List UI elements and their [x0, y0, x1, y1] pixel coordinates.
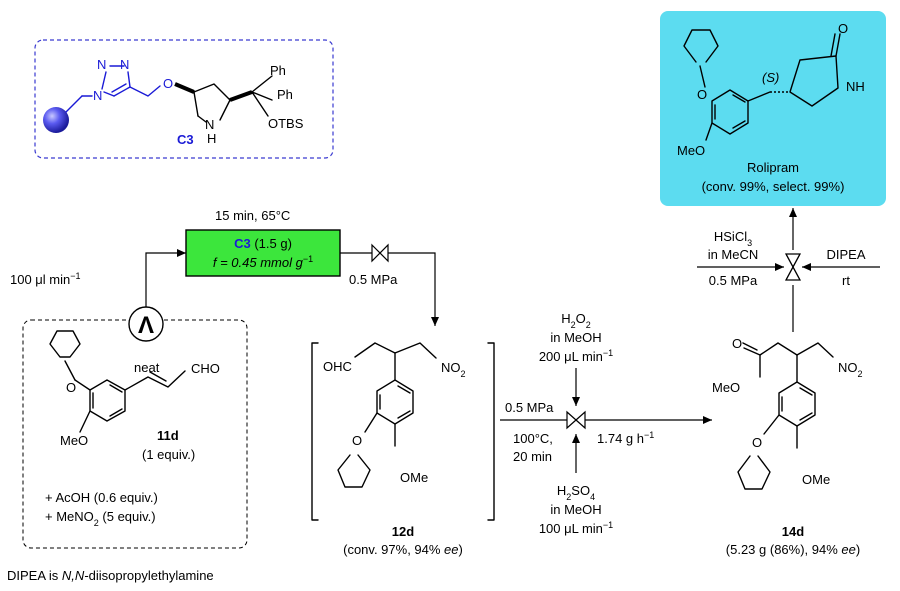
reactor-loading-line: f = 0.45 mmol g−1: [213, 254, 313, 270]
ether-oxygen-rolipram: O: [697, 87, 707, 102]
methoxy-14d: OMe: [802, 472, 830, 487]
dipea-temp: rt: [842, 273, 850, 288]
triazole-n3: N: [120, 57, 129, 72]
otbs-group: OTBS: [268, 116, 304, 131]
flow-rate-text: 100 μl min: [10, 272, 70, 287]
additive-acoh: + AcOH (0.6 equiv.): [45, 490, 158, 505]
h2so4-rate: 100 μL min−1: [539, 520, 613, 536]
methoxy-11d: MeO: [60, 433, 88, 448]
methoxy-12d: OMe: [400, 470, 428, 485]
methoxy-rolipram: MeO: [677, 143, 705, 158]
h2o2-solvent: in MeOH: [550, 330, 601, 345]
wedge-bond: [174, 82, 195, 94]
catalyst-label: C3: [177, 132, 194, 147]
solid-support-sphere: [43, 107, 69, 133]
reduction-pressure: 0.5 MPa: [709, 273, 758, 288]
catalyst-structure-box: N N N O N H Ph Ph OTBS C3: [34, 39, 334, 159]
h2so4-reagent: H2SO4: [557, 483, 595, 502]
compound-12d-structure: OHC NO2 O OMe 12d (conv. 97%, 94% ee): [311, 342, 495, 557]
mixer-pump: [128, 306, 164, 342]
wedge-bond-2: [229, 90, 253, 102]
throughput: 1.74 g h−1: [597, 430, 654, 446]
additive-meno2: + MeNO2 (5 equiv.): [45, 509, 156, 528]
feed-line: [145, 249, 186, 325]
back-pressure-valve-2: [566, 410, 586, 430]
pyrrolidine-n: N: [205, 117, 214, 132]
compound-11d-label: 11d: [157, 428, 179, 443]
rolipram-name: Rolipram: [747, 160, 799, 175]
phenyl-2: Ph: [277, 87, 293, 102]
ether-oxygen-12d: O: [352, 433, 362, 448]
back-pressure-valve-3: [784, 253, 802, 281]
pressure-1: 0.5 MPa: [349, 272, 398, 287]
dipea-reagent: DIPEA: [826, 247, 865, 262]
flow-rate-exp: −1: [70, 271, 80, 281]
catalyst-oxygen: O: [163, 76, 173, 91]
rolipram-stats: (conv. 99%, select. 99%): [702, 179, 845, 194]
hsicl3-solvent: in MeCN: [708, 247, 759, 262]
reactor-loading-exp: −1: [303, 254, 313, 264]
reactor-catalyst-line: C3 (1.5 g): [234, 236, 292, 251]
carbonyl-oxygen-14d: O: [732, 336, 742, 351]
h2so4-solvent: in MeOH: [550, 502, 601, 517]
bracket-right: [487, 342, 495, 521]
footnote: DIPEA is N,N-diisopropylethylamine: [7, 568, 214, 583]
compound-12d-label: 12d: [392, 524, 414, 539]
compound-11d-structure: O CHO neat MeO 11d (1 equiv.) + AcOH (0.…: [45, 330, 220, 528]
oxidation-temp: 100°C,: [513, 431, 553, 446]
reactor-catalyst-amount: (1.5 g): [251, 236, 292, 251]
aldehyde-11d: CHO: [191, 361, 220, 376]
triazole-n1: N: [93, 88, 102, 103]
reactor-loading: f = 0.45 mmol g: [213, 255, 304, 270]
compound-11d-equiv: (1 equiv.): [142, 447, 195, 462]
back-pressure-valve-1: [371, 243, 389, 263]
mixer-symbol: Λ: [138, 312, 154, 339]
compound-12d-yield: (conv. 97%, 94% ee): [343, 542, 463, 557]
stereo-descriptor: (S): [762, 70, 779, 85]
substrate-box: [22, 319, 248, 549]
h2o2-rate: 200 μL min−1: [539, 348, 613, 364]
phenyl-1: Ph: [270, 63, 286, 78]
reduction-step: HSiCl3 in MeCN 0.5 MPa DIPEA rt: [697, 208, 880, 332]
aldehyde-12d: OHC: [323, 359, 352, 374]
pyrrolidine-h: H: [207, 131, 216, 146]
methyl-ester-14d: MeO: [712, 380, 740, 395]
oxidation-time: 20 min: [513, 449, 552, 464]
line-to-12d: [388, 252, 439, 326]
nitro-12d: NO2: [441, 360, 466, 379]
compound-14d-structure: O MeO NO2 O OMe 14d (5.23 g (86%), 94% e…: [712, 336, 863, 557]
compound-14d-label: 14d: [782, 524, 804, 539]
packed-bed-reactor: 15 min, 65°C C3 (1.5 g) f = 0.45 mmol g−…: [185, 208, 341, 277]
reactor-catalyst-name: C3: [234, 236, 251, 251]
oxidation-step: H2O2 in MeOH 200 μL min−1 0.5 MPa 100°C,…: [500, 311, 712, 536]
flow-rate-label: 100 μl min−1: [10, 271, 81, 287]
h2o2-reagent: H2O2: [561, 311, 591, 330]
neat-label: neat: [134, 360, 160, 375]
triazole-n2: N: [97, 57, 106, 72]
rolipram-box: O NH (S) O MeO Rolipram (conv. 99%, sele…: [660, 11, 886, 206]
rolipram-highlight: [660, 11, 886, 206]
lactam-nh: NH: [846, 79, 865, 94]
reactor-conditions: 15 min, 65°C: [215, 208, 290, 223]
hsicl3-reagent: HSiCl3: [714, 229, 752, 248]
lactam-carbonyl-o: O: [838, 21, 848, 36]
nitro-14d: NO2: [838, 360, 863, 379]
ether-oxygen-11d: O: [66, 380, 76, 395]
bracket-left: [311, 342, 319, 521]
ether-oxygen-14d: O: [752, 435, 762, 450]
compound-14d-yield: (5.23 g (86%), 94% ee): [726, 542, 860, 557]
oxidation-pressure: 0.5 MPa: [505, 400, 554, 415]
